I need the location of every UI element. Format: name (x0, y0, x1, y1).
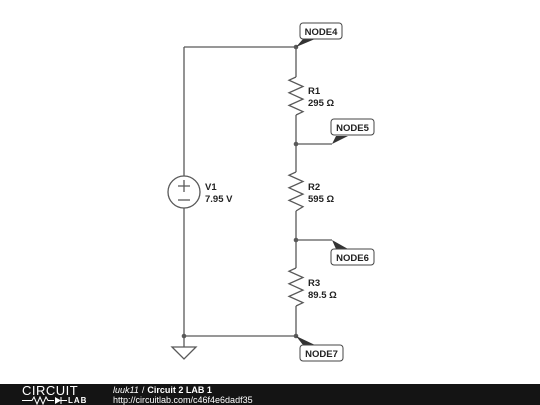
node5-pointer (332, 136, 348, 144)
footer-separator: / (141, 385, 145, 395)
resistor-r3-symbol (287, 267, 305, 307)
voltage-source-symbol (167, 175, 201, 209)
logo-text-lab: LAB (68, 396, 88, 405)
resistor-r1[interactable]: R1 295 Ω (287, 76, 334, 116)
voltage-source-v1[interactable]: V1 7.95 V (167, 175, 233, 209)
resistor-r1-symbol (287, 76, 305, 116)
ground-icon (170, 346, 198, 360)
node-tag-node6[interactable]: NODE6 (330, 240, 375, 266)
junction-node5 (293, 141, 299, 147)
node6-label: NODE6 (336, 253, 369, 264)
r2-value: 595 Ω (308, 194, 334, 205)
footer-breadcrumb: luuk11/Circuit 2 LAB 1 (113, 385, 212, 395)
r3-value: 89.5 Ω (308, 290, 337, 301)
junction-node6 (293, 237, 299, 243)
resistor-r2-symbol (287, 171, 305, 212)
r1-name: R1 (308, 86, 321, 97)
node5-label: NODE5 (336, 123, 369, 134)
node6-box (330, 248, 375, 266)
node5-box (330, 118, 375, 136)
node4-pointer (296, 39, 315, 47)
v1-value: 7.95 V (205, 194, 233, 205)
plus-sign (178, 180, 190, 192)
node7-pointer (296, 336, 315, 345)
v1-name: V1 (205, 182, 217, 193)
node6-pointer (332, 240, 348, 249)
node4-box (299, 22, 343, 40)
junction-ground (181, 333, 187, 339)
node-tag-node4[interactable]: NODE4 (296, 22, 343, 47)
node7-label: NODE7 (305, 349, 338, 360)
logo-text-circuit: CIRCUIT (22, 383, 79, 398)
footer-url-link[interactable]: http://circuitlab.com/c46f4e6dadf35 (113, 395, 253, 405)
circuitlab-logo[interactable]: CIRCUIT LAB (22, 384, 102, 405)
footer-circuit-title[interactable]: Circuit 2 LAB 1 (147, 385, 212, 395)
r1-value: 295 Ω (308, 98, 334, 109)
node4-label: NODE4 (305, 27, 338, 38)
logo-resistor-icon (22, 396, 67, 405)
circuit-schematic: V1 7.95 V R1 295 Ω R2 595 Ω R3 89.5 Ω NO… (167, 22, 375, 362)
resistor-r3[interactable]: R3 89.5 Ω (287, 267, 337, 307)
footer-bar: CIRCUIT LAB luuk11/Circuit 2 LAB 1 http:… (0, 384, 540, 405)
junctions (181, 44, 299, 339)
node-tag-node7[interactable]: NODE7 (296, 336, 344, 362)
footer-username[interactable]: luuk11 (113, 385, 139, 395)
resistor-r2[interactable]: R2 595 Ω (287, 171, 334, 212)
r3-name: R3 (308, 278, 320, 289)
r2-name: R2 (308, 182, 320, 193)
node7-box (299, 344, 344, 362)
node-tag-node5[interactable]: NODE5 (330, 118, 375, 144)
